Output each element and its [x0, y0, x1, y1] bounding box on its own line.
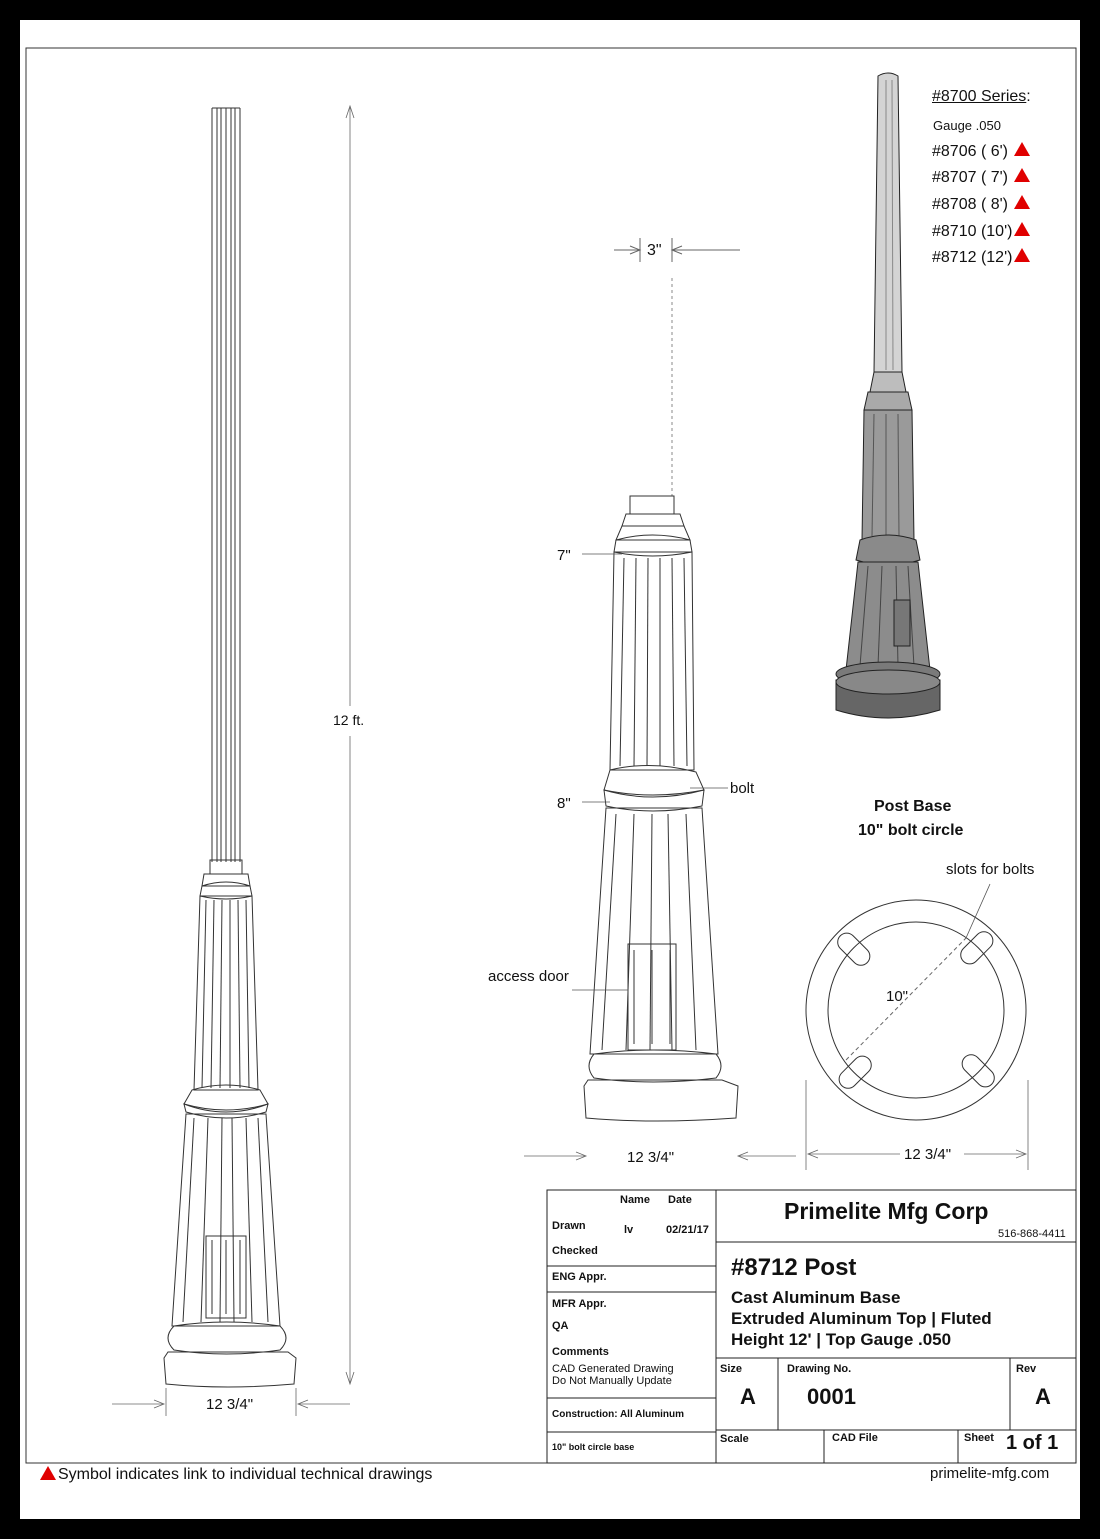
footer-legend: Symbol indicates link to individual tech… [40, 1466, 432, 1484]
company-phone: 516-868-4411 [998, 1228, 1066, 1240]
construction-note: Construction: All Aluminum [552, 1409, 685, 1420]
series-link-8706[interactable]: #8706 ( 6') [932, 142, 1030, 161]
series-gauge: Gauge .050 [933, 118, 1001, 133]
post-base-title: Post Base [874, 798, 952, 815]
series-model-label: #8710 (10') [932, 223, 1013, 240]
comments-line-1: CAD Generated Drawing [552, 1363, 674, 1375]
bolt-callout: bolt [730, 780, 755, 797]
name-header: Name [620, 1194, 650, 1206]
series-heading: #8700 Series: [932, 88, 1031, 106]
series-model-label: #8706 ( 6') [932, 143, 1008, 160]
red-triangle-icon [1014, 142, 1030, 156]
series-title: #8700 Series [932, 88, 1027, 105]
mid-ring-label: 8" [557, 795, 571, 812]
red-triangle-icon [1014, 248, 1031, 262]
plan-width-label: 12 3/4" [904, 1146, 952, 1163]
collar-label: 7" [557, 547, 571, 564]
full-post-elevation [163, 107, 297, 1388]
detail-width-dimension [524, 1151, 796, 1161]
series-model-label: #8707 ( 7') [932, 169, 1008, 186]
drawn-date: 02/21/17 [666, 1224, 709, 1236]
rev-label: Rev [1016, 1363, 1037, 1375]
website-link[interactable]: primelite-mfg.com [930, 1465, 1050, 1482]
scale-label: Scale [720, 1433, 749, 1445]
series-link-8710[interactable]: #8710 (10') [932, 222, 1031, 241]
height-label: 12 ft. [333, 712, 365, 728]
detail-width-label: 12 3/4" [627, 1149, 675, 1166]
series-link-8712[interactable]: #8712 (12') [932, 248, 1031, 267]
post-rendering [835, 72, 941, 719]
size-value: A [740, 1384, 756, 1409]
top-diameter-label: 3" [647, 242, 662, 259]
bolt-circle-plan [805, 883, 1027, 1121]
series-model-label: #8712 (12') [932, 249, 1013, 266]
height-dimension [345, 104, 355, 1386]
comments-line-2: Do Not Manually Update [552, 1375, 672, 1387]
full-post-width-label: 12 3/4" [206, 1396, 254, 1413]
checked-label: Checked [552, 1245, 598, 1257]
red-triangle-icon [40, 1466, 56, 1480]
date-header: Date [668, 1194, 692, 1206]
red-triangle-icon [1014, 222, 1031, 236]
sheet-label: Sheet [964, 1432, 994, 1444]
cad-file-label: CAD File [832, 1432, 878, 1444]
drawing-number-value: 0001 [807, 1384, 856, 1409]
bolt-circle-label: 10" [886, 988, 909, 1005]
base-detail-elevation [583, 238, 740, 1122]
mfr-approval-label: MFR Appr. [552, 1298, 607, 1310]
drawn-name: lv [624, 1224, 634, 1236]
series-title-colon: : [1026, 88, 1031, 105]
red-triangle-icon [1014, 195, 1030, 209]
red-triangle-icon [1014, 168, 1030, 182]
series-model-label: #8708 ( 8') [932, 196, 1008, 213]
base-note: 10" bolt circle base [552, 1442, 635, 1452]
plan-width-dimension [805, 1080, 1029, 1170]
series-link-8707[interactable]: #8707 ( 7') [932, 168, 1030, 187]
eng-approval-label: ENG Appr. [552, 1271, 607, 1283]
description-line-1: Cast Aluminum Base [731, 1288, 901, 1307]
footer-legend-text: Symbol indicates link to individual tech… [58, 1466, 433, 1483]
sheet-value: 1 of 1 [1006, 1432, 1059, 1454]
inner-frame [25, 47, 1077, 1464]
drawn-label: Drawn [552, 1220, 586, 1232]
description-line-3: Height 12' | Top Gauge .050 [731, 1330, 952, 1349]
rev-value: A [1035, 1384, 1051, 1409]
slots-callout: slots for bolts [946, 861, 1035, 878]
title-block-grid [546, 1189, 1077, 1464]
size-label: Size [720, 1363, 743, 1375]
full-post-width-dimension [112, 1388, 350, 1416]
comments-label: Comments [552, 1346, 609, 1358]
qa-label: QA [552, 1320, 569, 1332]
description-line-2: Extruded Aluminum Top | Fluted [731, 1309, 992, 1328]
series-link-8708[interactable]: #8708 ( 8') [932, 195, 1030, 214]
access-door-callout: access door [488, 968, 569, 985]
drawing-number-label: Drawing No. [787, 1363, 852, 1375]
drawing-sheet [20, 20, 1080, 1519]
company-name: Primelite Mfg Corp [784, 1198, 989, 1224]
part-title: #8712 Post [731, 1254, 857, 1281]
post-base-subtitle: 10" bolt circle [858, 822, 964, 839]
